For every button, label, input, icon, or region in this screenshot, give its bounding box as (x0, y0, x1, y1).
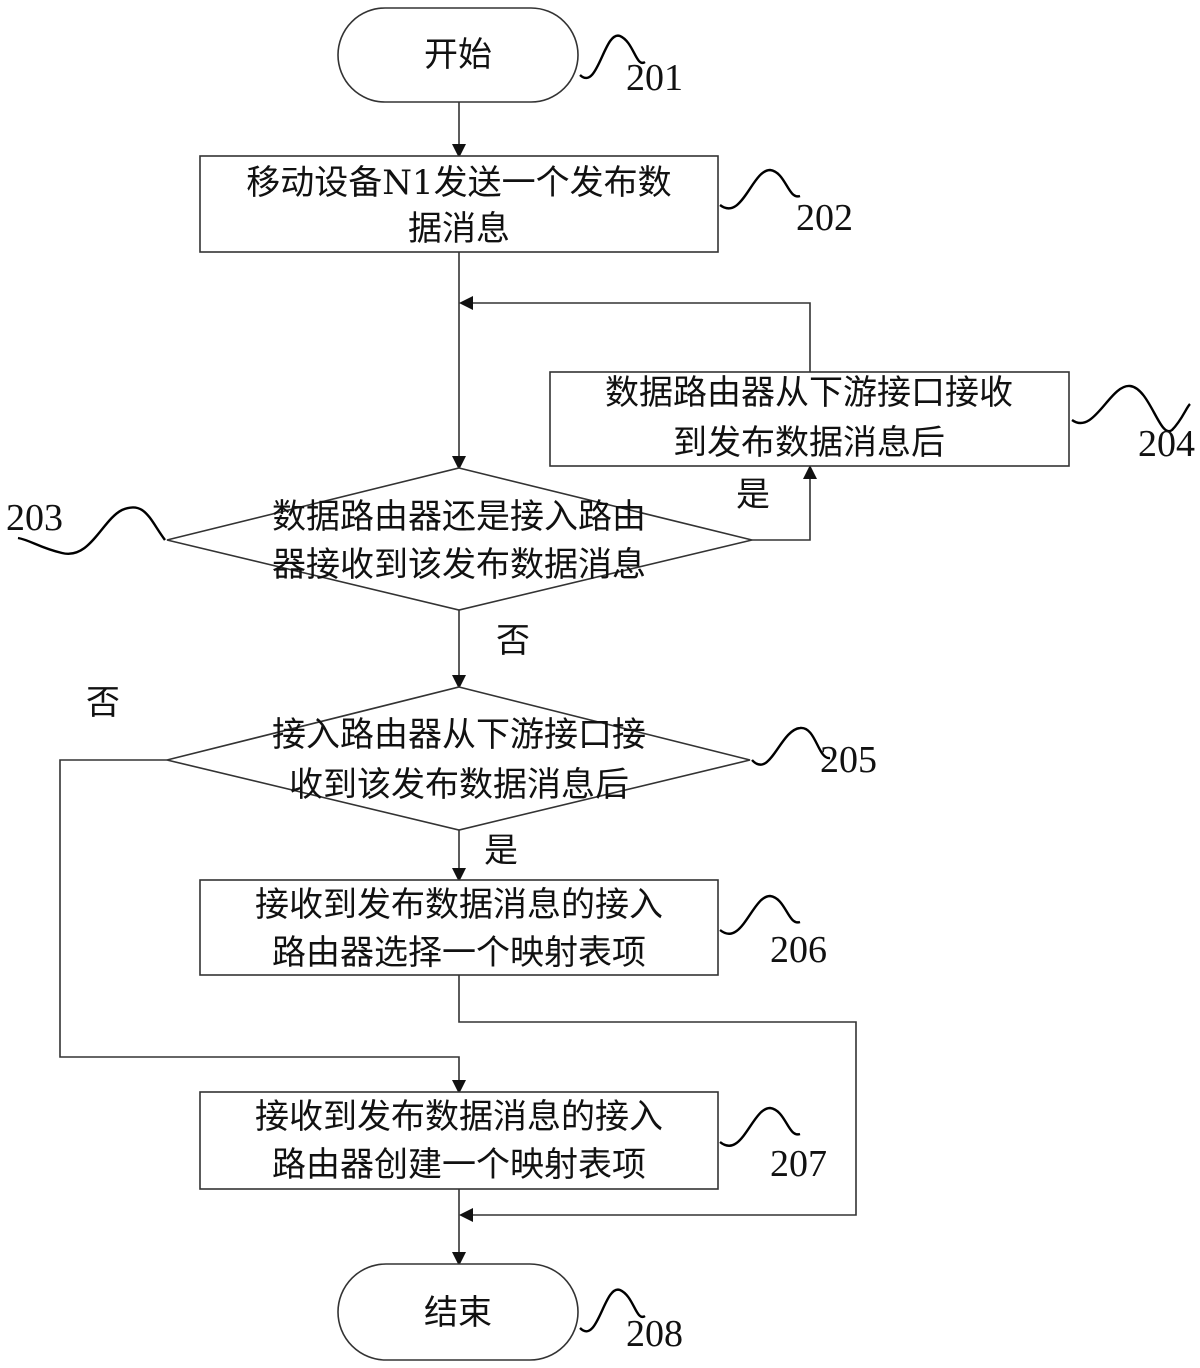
ref-squiggle-203 (17, 506, 166, 555)
process-207-line2: 路由器创建一个映射表项 (272, 1145, 646, 1185)
process-202-line1: 移动设备N1发送一个发布数 (246, 163, 671, 203)
process-206: 接收到发布数据消息的接入 路由器选择一个映射表项 (199, 879, 719, 976)
decision-203-yes-label: 是 (736, 475, 770, 515)
connector-204-loop-back (459, 296, 811, 372)
decision-205-line1: 接入路由器从下游接口接 (272, 715, 646, 755)
connector-206-merge (458, 975, 857, 1222)
decision-205-no-label: 否 (86, 683, 120, 723)
ref-squiggle-208 (579, 1288, 646, 1333)
process-204-line1: 数据路由器从下游接口接收 (605, 373, 1013, 413)
ref-label-208: 208 (626, 1313, 683, 1355)
ref-label-207: 207 (770, 1143, 827, 1185)
ref-squiggle-204 (1071, 384, 1191, 433)
process-202: 移动设备N1发送一个发布数 据消息 (199, 155, 719, 253)
process-204-line2: 到发布数据消息后 (673, 423, 945, 463)
ref-squiggle-205 (751, 726, 831, 766)
decision-203-no-label: 否 (496, 621, 530, 661)
ref-label-203: 203 (6, 497, 63, 539)
process-207-line1: 接收到发布数据消息的接入 (255, 1097, 663, 1137)
decision-205-line2: 收到该发布数据消息后 (289, 765, 629, 805)
process-206-line1: 接收到发布数据消息的接入 (255, 885, 663, 925)
ref-label-201: 201 (626, 57, 683, 99)
ref-label-202: 202 (796, 197, 853, 239)
connector-205-207-no (59, 759, 466, 1094)
ref-squiggle-201 (579, 34, 646, 79)
ref-label-204: 204 (1138, 423, 1195, 465)
ref-squiggle-206 (719, 894, 801, 935)
ref-label-205: 205 (820, 739, 877, 781)
ref-squiggle-207 (719, 1106, 801, 1147)
end-label: 结束 (424, 1293, 492, 1333)
decision-203-line2: 器接收到该发布数据消息 (272, 545, 646, 585)
decision-205: 接入路由器从下游接口接 收到该发布数据消息后 (166, 686, 751, 831)
ref-label-206: 206 (770, 929, 827, 971)
start-terminal: 开始 (337, 7, 579, 103)
process-204: 数据路由器从下游接口接收 到发布数据消息后 (549, 371, 1070, 467)
process-207: 接收到发布数据消息的接入 路由器创建一个映射表项 (199, 1091, 719, 1190)
start-label: 开始 (424, 35, 492, 75)
process-202-line2: 据消息 (408, 209, 510, 249)
decision-203: 数据路由器还是接入路由 器接收到该发布数据消息 (166, 467, 753, 611)
process-206-line2: 路由器选择一个映射表项 (272, 933, 646, 973)
decision-205-yes-label: 是 (484, 831, 518, 871)
connector-203-204-yes (752, 465, 817, 541)
ref-squiggle-202 (719, 168, 801, 210)
end-terminal: 结束 (337, 1263, 579, 1361)
decision-203-line1: 数据路由器还是接入路由 (272, 497, 646, 537)
